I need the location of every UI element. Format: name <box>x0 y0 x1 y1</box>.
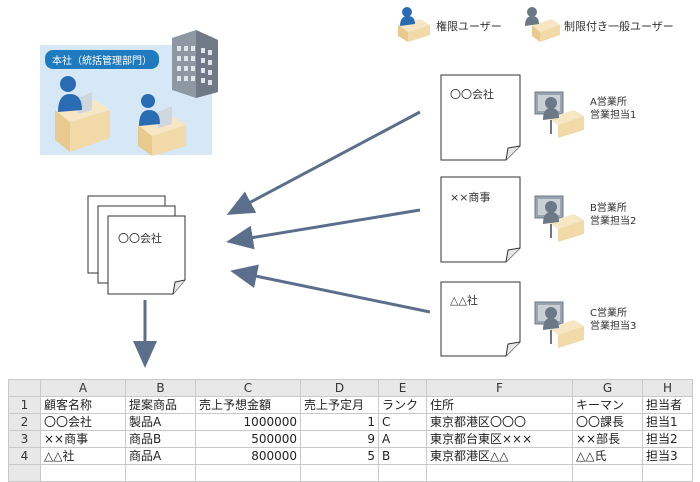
cell[interactable]: A <box>378 430 427 448</box>
cell[interactable]: 東京都港区〇〇〇 <box>426 413 573 431</box>
row-header[interactable]: 2 <box>8 413 41 431</box>
cell[interactable] <box>300 464 379 482</box>
restricted-user-icon <box>534 195 584 242</box>
column-header[interactable]: H <box>642 379 693 397</box>
document-icon <box>440 281 521 357</box>
cell[interactable]: 9 <box>300 430 379 448</box>
legend-privileged-label: 権限ユーザー <box>436 20 502 33</box>
office-person: 営業担当2 <box>590 216 637 227</box>
user-at-desk-icon <box>138 94 186 156</box>
cell[interactable] <box>125 464 196 482</box>
arrow-icon <box>226 110 421 215</box>
cell[interactable]: 提案商品 <box>125 396 196 414</box>
document-icon <box>440 176 521 263</box>
restricted-user-icon <box>534 91 584 138</box>
cell[interactable]: 担当2 <box>642 430 693 448</box>
restricted-user-icon <box>525 7 560 42</box>
cell[interactable]: 売上予想金額 <box>195 396 301 414</box>
cell[interactable]: 東京都台東区××× <box>426 430 573 448</box>
cell[interactable]: 商品A <box>125 447 196 465</box>
cell[interactable]: 顧客名称 <box>40 396 126 414</box>
cell[interactable] <box>642 464 693 482</box>
office-name: C営業所 <box>590 308 627 319</box>
cell[interactable] <box>195 464 301 482</box>
cell[interactable]: 住所 <box>426 396 573 414</box>
column-header[interactable]: F <box>426 379 573 397</box>
column-header[interactable]: E <box>378 379 427 397</box>
cell[interactable] <box>40 464 126 482</box>
cell[interactable]: ××部長 <box>572 430 643 448</box>
row-header[interactable]: 3 <box>8 430 41 448</box>
cell[interactable]: 1 <box>300 413 379 431</box>
office-name: A営業所 <box>590 97 627 108</box>
column-header[interactable]: A <box>40 379 126 397</box>
cell[interactable]: 担当者 <box>642 396 693 414</box>
cell[interactable]: ××商事 <box>40 430 126 448</box>
arrow-icon <box>226 208 421 250</box>
row-header[interactable]: 4 <box>8 447 41 465</box>
corner-cell[interactable] <box>8 379 41 397</box>
cell[interactable]: 1000000 <box>195 413 301 431</box>
column-header[interactable]: C <box>195 379 301 397</box>
row-header[interactable] <box>8 464 41 482</box>
cell[interactable] <box>378 464 427 482</box>
row-header[interactable]: 1 <box>8 396 41 414</box>
branch-doc-label: 〇〇会社 <box>450 88 494 101</box>
cell[interactable]: C <box>378 413 427 431</box>
branch-office-label: C営業所 営業担当3 <box>590 307 636 333</box>
cell[interactable] <box>426 464 573 482</box>
document-icon <box>87 195 186 295</box>
office-person: 営業担当1 <box>590 110 637 121</box>
cell[interactable]: 〇〇会社 <box>40 413 126 431</box>
branch-office-label: A営業所 営業担当1 <box>590 96 636 122</box>
user-at-desk-icon <box>55 76 110 152</box>
cell[interactable]: 5 <box>300 447 379 465</box>
cell[interactable]: キーマン <box>572 396 643 414</box>
cell[interactable]: 800000 <box>195 447 301 465</box>
cell[interactable]: 売上予定月 <box>300 396 379 414</box>
office-name: B営業所 <box>590 203 627 214</box>
column-header[interactable]: B <box>125 379 196 397</box>
building-icon <box>172 30 218 98</box>
cell[interactable]: 商品B <box>125 430 196 448</box>
cell[interactable]: B <box>378 447 427 465</box>
cell[interactable]: 製品A <box>125 413 196 431</box>
branch-office-label: B営業所 営業担当2 <box>590 202 636 228</box>
legend-restricted-label: 制限付き一般ユーザー <box>564 20 674 33</box>
restricted-user-icon <box>534 301 584 348</box>
user-at-desk-icon <box>398 7 430 42</box>
cell[interactable]: 500000 <box>195 430 301 448</box>
cell[interactable]: 東京都港区△△ <box>426 447 573 465</box>
arrow-icon <box>230 264 431 314</box>
document-icon <box>440 74 521 161</box>
cell[interactable]: △△社 <box>40 447 126 465</box>
consolidated-doc-label: 〇〇会社 <box>118 232 162 245</box>
cell[interactable]: 担当3 <box>642 447 693 465</box>
cell[interactable]: ランク <box>378 396 427 414</box>
branch-doc-label: ××商事 <box>450 191 491 204</box>
office-person: 営業担当3 <box>590 321 637 332</box>
cell[interactable]: 担当1 <box>642 413 693 431</box>
column-header[interactable]: D <box>300 379 379 397</box>
cell[interactable]: △△氏 <box>572 447 643 465</box>
branch-doc-label: △△社 <box>450 294 478 307</box>
spreadsheet: A B C D E F G H 1 顧客名称 提案商品 売上予想金額 売上予定月… <box>8 379 693 482</box>
cell[interactable] <box>572 464 643 482</box>
cell[interactable]: 〇〇課長 <box>572 413 643 431</box>
column-header[interactable]: G <box>572 379 643 397</box>
hq-label: 本社（統括管理部門） <box>45 50 159 69</box>
